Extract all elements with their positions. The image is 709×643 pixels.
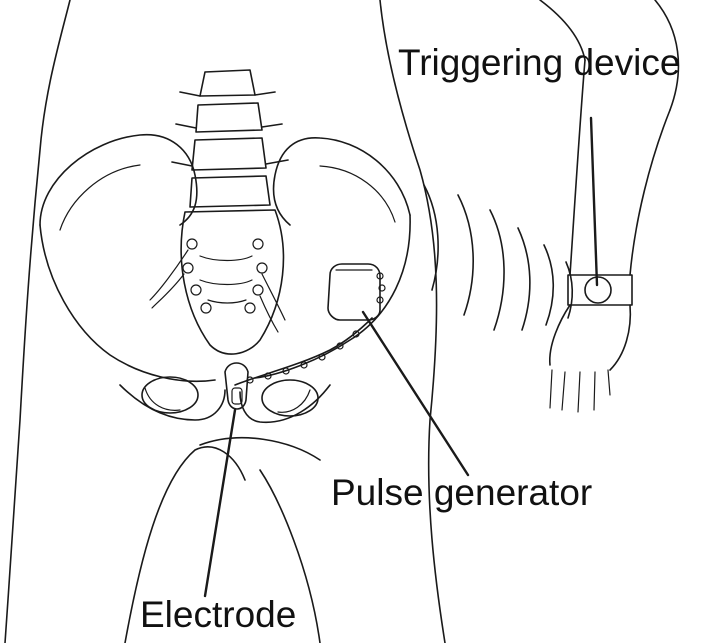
electrode — [225, 363, 248, 409]
pulse-generator-label: Pulse generator — [331, 474, 592, 511]
electrode-label: Electrode — [140, 596, 296, 633]
signal-waves — [424, 185, 572, 330]
triggering-device — [568, 275, 632, 305]
electrode-lead — [235, 273, 385, 385]
pulse-generator — [328, 264, 380, 320]
sacral-nerves — [150, 250, 285, 332]
sacrum — [181, 210, 283, 354]
torso-outline — [5, 0, 445, 643]
spine — [172, 70, 288, 207]
triggering-device-label: Triggering device — [398, 44, 680, 81]
